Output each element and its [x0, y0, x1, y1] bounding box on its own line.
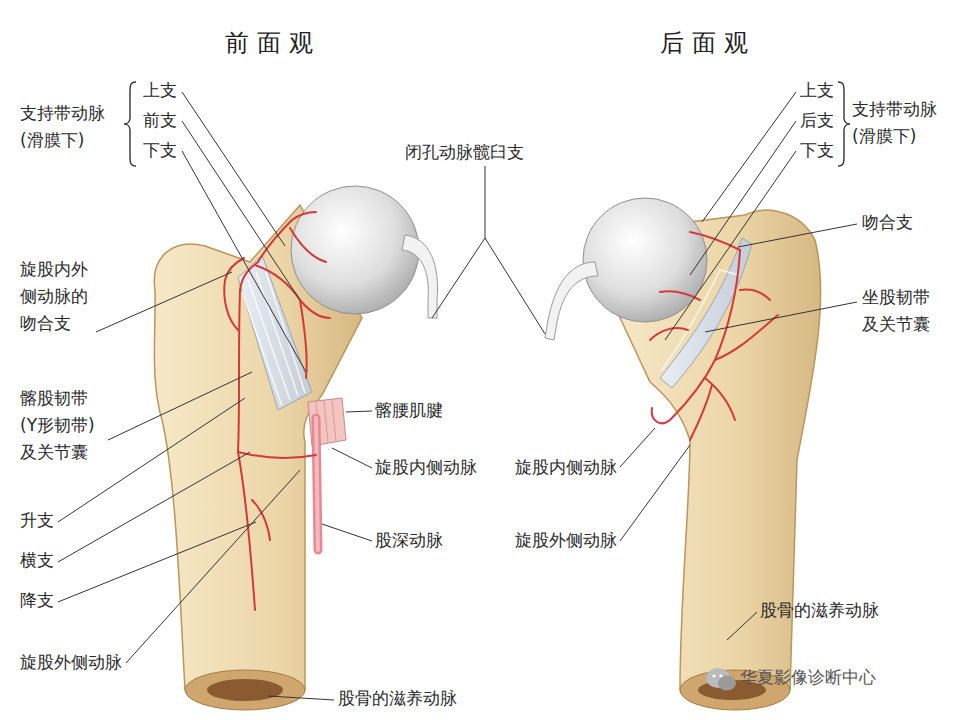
bracket: [124, 82, 850, 166]
branch-label: 上支: [143, 80, 177, 101]
artery-label: 支持带动脉 (滑膜下): [20, 100, 105, 154]
ligament-label: 髂股韧带 (Y形韧带) 及关节囊: [20, 385, 95, 467]
artery-label: 股骨的滋养动脉: [760, 600, 879, 621]
artery-label: 旋股内侧动脉: [375, 457, 477, 478]
leader-line: [58, 92, 857, 700]
branch-label: 吻合支: [862, 212, 913, 233]
ligament-label: 坐股韧带 及关节囊: [862, 284, 930, 338]
branch-label: 旋股内外 侧动脉的 吻合支: [20, 256, 88, 338]
tendon-label: 髂腰肌腱: [375, 400, 443, 421]
anterior-femur: [154, 186, 437, 710]
branch-label: 上支: [800, 80, 834, 101]
artery-label: 闭孔动脉髋臼支: [405, 142, 524, 163]
branch-label: 降支: [20, 590, 54, 611]
watermark: 华夏影像诊断中心: [740, 667, 876, 688]
artery-label: 旋股外侧动脉: [20, 652, 122, 673]
branch-label: 下支: [800, 140, 834, 161]
branch-label: 后支: [800, 110, 834, 131]
branch-label: 横支: [20, 550, 54, 571]
artery-label: 旋股外侧动脉: [515, 530, 617, 551]
branch-label: 前支: [143, 110, 177, 131]
branch-label: 升支: [20, 510, 54, 531]
artery-label: 股骨的滋养动脉: [338, 688, 457, 709]
view-heading: 前面观: [225, 28, 321, 58]
watermark-icon: [706, 668, 736, 691]
posterior-femur: [545, 198, 821, 710]
artery-label: 旋股内侧动脉: [515, 457, 617, 478]
artery-label: 支持带动脉 (滑膜下): [852, 96, 937, 150]
branch-label: 下支: [143, 140, 177, 161]
view-heading: 后面观: [660, 28, 756, 58]
artery-label: 股深动脉: [375, 530, 443, 551]
